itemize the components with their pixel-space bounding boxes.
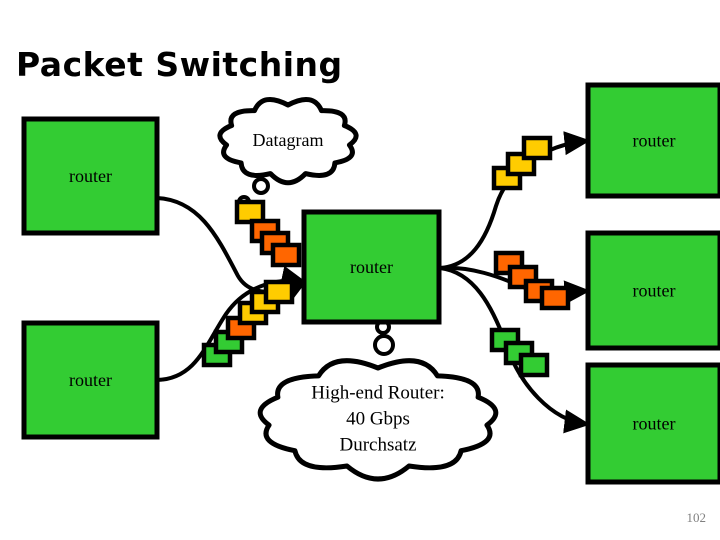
high-end-router-cloud-line-2: Durchsatz [339, 434, 416, 455]
router-center[interactable]: router [301, 209, 442, 325]
stream-in-lower [201, 279, 295, 368]
router-top-left-box[interactable] [21, 116, 160, 236]
datagram-cloud: Datagram [217, 97, 359, 186]
router-bottom-right-box[interactable] [585, 362, 720, 485]
stream-out-upper [491, 135, 553, 191]
high-end-tail-dot-0 [373, 334, 395, 356]
packets [201, 135, 571, 378]
router-top-left[interactable]: router [21, 116, 160, 236]
router-center-box[interactable] [301, 209, 442, 325]
router-bottom-left[interactable]: router [21, 320, 160, 440]
stream-in-lower-packet-5 [263, 279, 295, 305]
stream-out-middle-packet-3 [539, 285, 571, 311]
datagram-cloud-shape [217, 97, 359, 186]
page-number: 102 [686, 510, 707, 525]
stream-in-upper [234, 199, 302, 268]
router-top-left-label: router [69, 166, 112, 186]
router-center-label: router [350, 257, 393, 277]
stream-out-lower [489, 327, 550, 378]
stream-out-middle [493, 250, 571, 311]
high-end-router-cloud-line-0: High-end Router: [311, 382, 445, 403]
high-end-router-cloud-shape [257, 358, 499, 482]
router-top-right-box[interactable] [585, 82, 720, 199]
router-bottom-right[interactable]: router [585, 362, 720, 485]
router-bottom-right-label: router [633, 414, 676, 434]
router-top-right[interactable]: router [585, 82, 720, 199]
datagram-tail-dot-0 [252, 177, 270, 195]
high-end-router-cloud-line-1: 40 Gbps [346, 408, 410, 429]
router-middle-right-box[interactable] [585, 230, 720, 351]
stream-out-upper-packet-2 [521, 135, 553, 161]
datagram-cloud-line-0: Datagram [253, 130, 324, 150]
router-bottom-left-label: router [69, 370, 112, 390]
stream-in-upper-packet-3 [270, 242, 302, 268]
link-center-to-topright [439, 131, 591, 270]
router-bottom-left-box[interactable] [21, 320, 160, 440]
router-middle-right[interactable]: router [585, 230, 720, 351]
page-title: Packet Switching [16, 45, 343, 84]
routers: router router router router router router [21, 82, 720, 485]
router-middle-right-label: router [633, 281, 676, 301]
stream-out-lower-packet-2 [518, 352, 550, 378]
router-top-right-label: router [633, 131, 676, 151]
